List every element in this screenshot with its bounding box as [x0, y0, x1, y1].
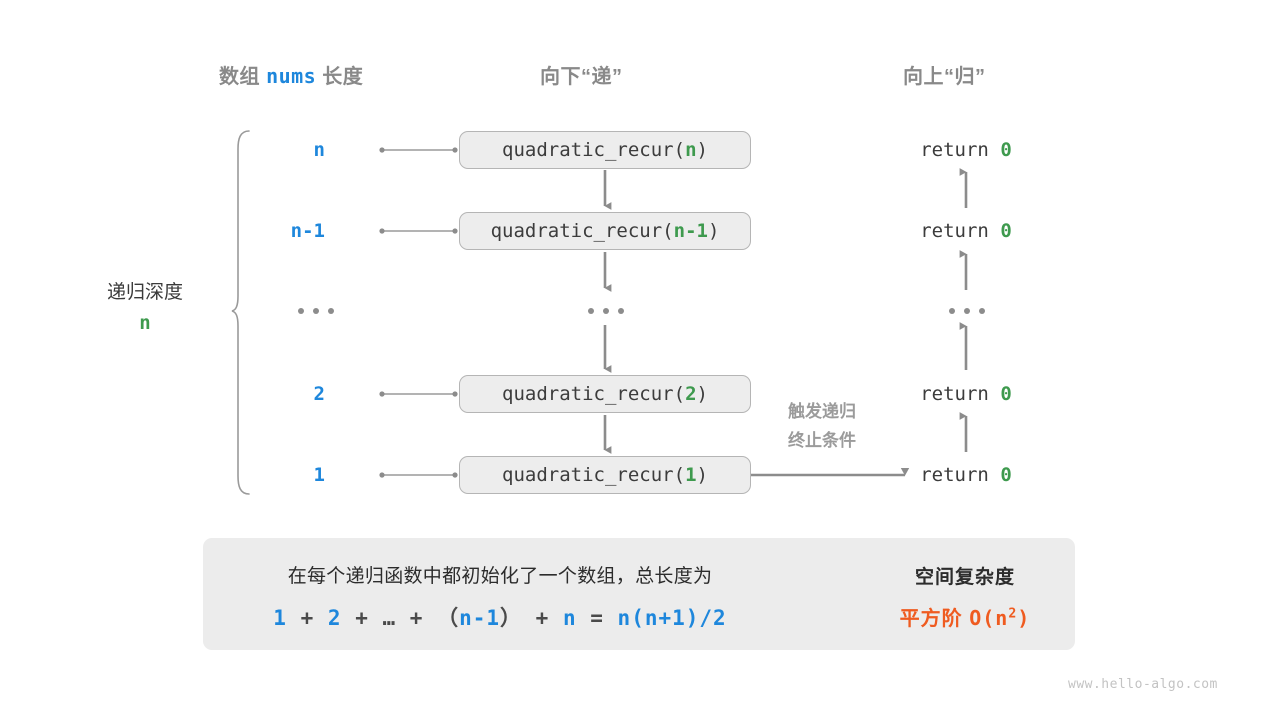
call-box-row-3[interactable]: quadratic_recur(2) — [459, 375, 751, 413]
size-label-row-3: 2 — [313, 383, 325, 405]
return-value-row-1: 0 — [1000, 220, 1012, 242]
formula-term-1: 1 — [273, 606, 287, 630]
call-box-row-0-name: quadratic_recur( — [502, 139, 686, 161]
call-box-row-1[interactable]: quadratic_recur(n-1) — [459, 212, 751, 250]
column-header-descend: 向下“递” — [540, 66, 623, 88]
return-value-row-4: 0 — [1000, 464, 1012, 486]
recursion-depth-title: 递归深度 — [106, 282, 183, 303]
size-label-row-1: n-1 — [290, 220, 325, 242]
formula-term-3: n-1 — [459, 606, 501, 630]
complexity-value-exponent: 2 — [1008, 606, 1018, 622]
complexity-value: 平方阶 O(n2) — [870, 602, 1060, 631]
formula-op-5: = — [576, 606, 618, 630]
summary-left-block: 在每个递归函数中都初始化了一个数组，总长度为 1 + 2 + … + （n-1）… — [218, 561, 782, 632]
column-header-ascend: 向上“归” — [903, 66, 986, 88]
header-left-prefix: 数组 — [219, 66, 267, 88]
call-box-row-0-arg: n — [685, 139, 697, 161]
return-keyword-row-0: return — [920, 139, 1001, 161]
formula-term-4: n — [562, 606, 577, 630]
depth-brace — [231, 130, 250, 495]
complexity-value-notation: O(n — [969, 606, 1009, 630]
return-label-row-3: return 0 — [886, 383, 1046, 405]
call-box-row-4-close: ) — [696, 464, 708, 486]
complexity-value-tail: ) — [1017, 606, 1031, 630]
formula-op-2: + — [341, 606, 383, 630]
call-box-row-0-close: ) — [696, 139, 708, 161]
return-label-row-2-ellipsis — [949, 308, 985, 314]
summary-formula: 1 + 2 + … + （n-1） + n = n(n+1)/2 — [218, 602, 782, 632]
recursion-depth-label: 递归深度 n — [85, 278, 205, 339]
call-box-row-2-ellipsis — [588, 308, 624, 314]
return-label-row-0: return 0 — [886, 139, 1046, 161]
return-keyword-row-3: return — [920, 383, 1001, 405]
complexity-title: 空间复杂度 — [914, 567, 1015, 588]
call-box-row-3-close: ) — [696, 383, 708, 405]
call-box-row-4[interactable]: quadratic_recur(1) — [459, 456, 751, 494]
call-box-row-4-name: quadratic_recur( — [502, 464, 686, 486]
header-left-suffix: 长度 — [316, 66, 364, 88]
summary-right-block: 空间复杂度 平方阶 O(n2) — [870, 562, 1060, 631]
formula-result: n(n+1)/2 — [617, 606, 727, 630]
summary-description: 在每个递归函数中都初始化了一个数组，总长度为 — [287, 566, 713, 587]
termination-note: 触发递归 终止条件 — [762, 398, 882, 456]
return-value-row-3: 0 — [1000, 383, 1012, 405]
return-keyword-row-1: return — [920, 220, 1001, 242]
return-label-row-1: return 0 — [886, 220, 1046, 242]
call-box-row-3-name: quadratic_recur( — [502, 383, 686, 405]
formula-op-1: + — [286, 606, 328, 630]
termination-note-line2: 终止条件 — [788, 430, 856, 450]
call-box-row-3-arg: 2 — [685, 383, 697, 405]
call-box-row-1-name: quadratic_recur( — [490, 220, 674, 242]
site-watermark: www.hello-algo.com — [1068, 677, 1218, 692]
return-label-row-4: return 0 — [886, 464, 1046, 486]
size-label-row-4: 1 — [313, 464, 325, 486]
call-box-row-4-arg: 1 — [685, 464, 697, 486]
summary-panel — [203, 538, 1075, 650]
formula-ellipsis: … — [382, 606, 397, 630]
header-left-mono: nums — [266, 64, 317, 88]
size-label-row-2-ellipsis — [298, 308, 334, 314]
size-label-row-0: n — [313, 139, 325, 161]
complexity-value-prefix: 平方阶 — [899, 608, 970, 630]
call-box-row-1-close: ) — [707, 220, 720, 242]
formula-op-3: + — [396, 606, 438, 630]
return-value-row-0: 0 — [1000, 139, 1012, 161]
column-header-array-length: 数组 nums 长度 — [219, 60, 363, 89]
call-box-row-0[interactable]: quadratic_recur(n) — [459, 131, 751, 169]
termination-note-line1: 触发递归 — [788, 402, 856, 421]
formula-paren-open: （ — [437, 606, 460, 630]
recursion-depth-value: n — [139, 312, 151, 335]
formula-term-2: 2 — [327, 606, 342, 630]
return-keyword-row-4: return — [920, 464, 1001, 486]
call-box-row-1-arg: n-1 — [673, 220, 708, 242]
formula-op-4: + — [522, 606, 563, 630]
formula-paren-close: ） — [500, 606, 523, 630]
size-connectors — [379, 147, 458, 478]
